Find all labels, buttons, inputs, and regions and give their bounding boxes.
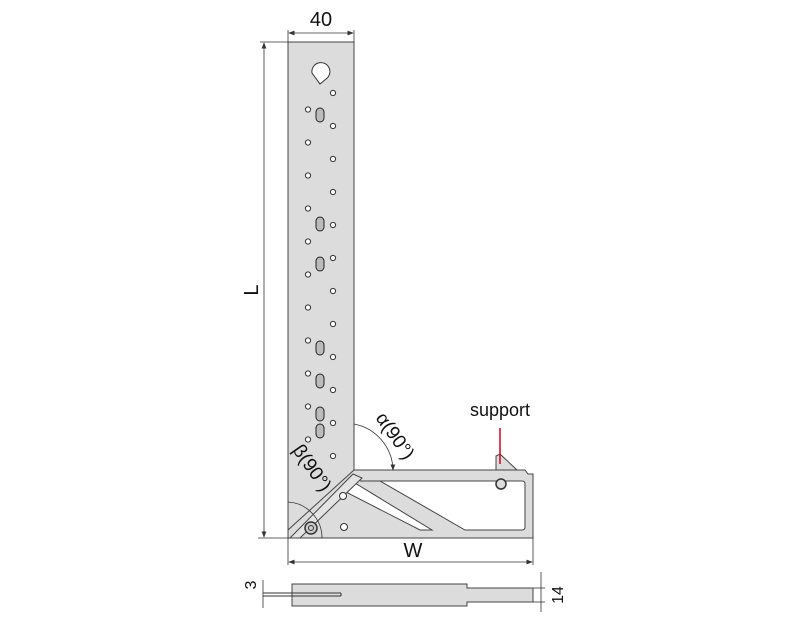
blade-hole	[304, 172, 312, 179]
pivot-screw	[304, 521, 318, 535]
blade-hole	[329, 122, 337, 130]
blade-hole	[329, 155, 337, 163]
blade-slot	[315, 216, 325, 232]
blade-hole	[329, 353, 337, 361]
brace-hole	[339, 492, 347, 500]
blade-hole	[304, 271, 312, 278]
blade-slot	[315, 340, 325, 356]
blade	[287, 41, 355, 539]
base-cutout	[360, 480, 526, 531]
blade-hole	[329, 287, 337, 295]
support-hole	[495, 478, 507, 490]
support-label: support	[470, 400, 530, 420]
blade-hole	[329, 188, 337, 196]
side-view	[291, 583, 534, 607]
dim-W-label: W	[404, 540, 423, 562]
brace-hole	[340, 523, 348, 531]
blade-slot	[315, 423, 325, 439]
blade-hole	[329, 419, 337, 427]
blade-slot	[315, 406, 325, 422]
blade-hole	[329, 386, 337, 394]
support	[495, 453, 519, 471]
blade-hole	[329, 452, 337, 460]
beta-arc	[287, 501, 323, 539]
blade-hole	[304, 205, 312, 212]
blade-hole	[329, 89, 337, 97]
dim-3-label: 3	[243, 580, 260, 589]
blade-hole	[304, 436, 312, 443]
blade-hole	[304, 304, 312, 311]
blade-slot	[315, 107, 325, 123]
dim-40-label: 40	[310, 9, 332, 31]
blade-hole	[304, 403, 312, 410]
blade-hole	[304, 106, 312, 113]
pivot-screw-inner	[308, 525, 314, 531]
blade-holes	[304, 89, 337, 460]
blade-slot	[315, 373, 325, 389]
dim-14-label: 14	[550, 586, 567, 604]
blade-hole	[329, 254, 337, 262]
alpha-arc	[353, 423, 396, 471]
blade-hole	[329, 221, 337, 229]
blade-hole	[304, 238, 312, 245]
blade-top-hole	[311, 62, 331, 85]
dim-L-label: L	[241, 284, 263, 295]
blade-hole	[329, 320, 337, 328]
blade-hole	[304, 139, 312, 146]
blade-hole	[304, 337, 312, 344]
blade-hole	[304, 370, 312, 377]
blade-slot	[315, 256, 325, 272]
